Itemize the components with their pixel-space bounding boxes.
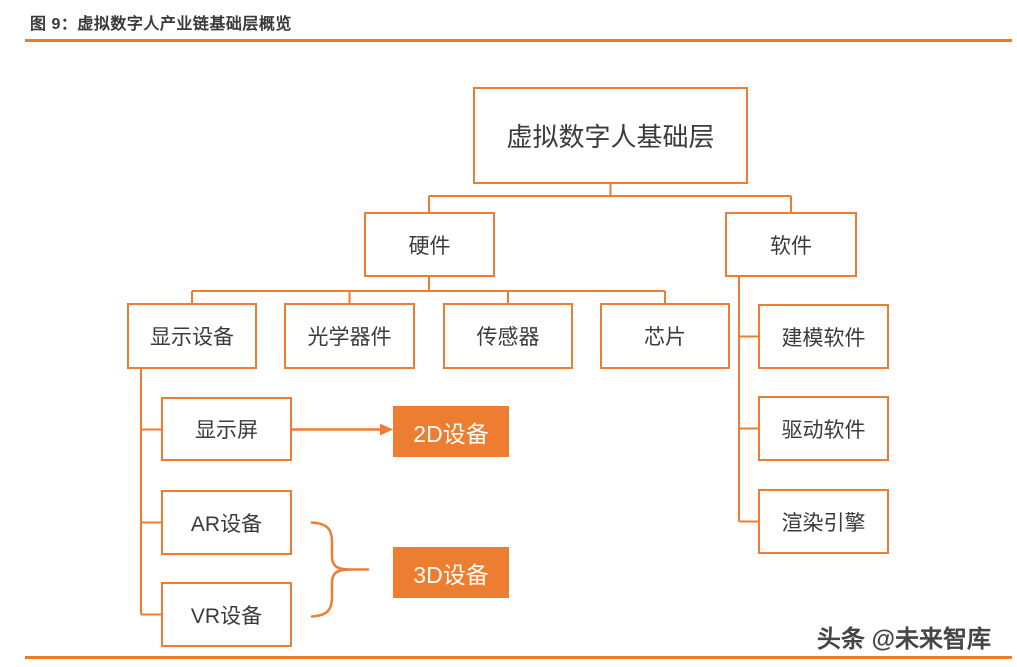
figure-title: 图 9：虚拟数字人产业链基础层概览 xyxy=(30,16,292,33)
connector-root-to-level2 xyxy=(428,184,792,212)
brace-ar-vr xyxy=(310,521,351,618)
node-optics: 光学器件 xyxy=(284,303,415,369)
watermark: 头条 @未来智库 xyxy=(816,626,991,653)
arrowhead-icon xyxy=(380,423,393,436)
top-divider-line xyxy=(25,39,1012,42)
connector-display-to-children xyxy=(140,369,161,616)
connector-hardware-to-children xyxy=(191,277,666,303)
node-display-devices: 显示设备 xyxy=(127,303,257,369)
node-chip: 芯片 xyxy=(600,303,730,369)
node-software: 软件 xyxy=(725,212,857,277)
node-render-engine: 渲染引擎 xyxy=(758,489,889,554)
bottom-divider-line xyxy=(25,656,1012,659)
node-root: 虚拟数字人基础层 xyxy=(473,87,748,184)
node-2d-device: 2D设备 xyxy=(393,406,509,457)
node-modeling-software: 建模软件 xyxy=(758,304,889,369)
node-vr-device: VR设备 xyxy=(161,582,292,647)
connector-software-to-children xyxy=(738,277,758,523)
node-sensor: 传感器 xyxy=(443,303,573,369)
node-3d-device: 3D设备 xyxy=(393,547,509,598)
node-driver-software: 驱动软件 xyxy=(758,396,889,461)
node-ar-device: AR设备 xyxy=(161,490,292,555)
node-hardware: 硬件 xyxy=(364,212,495,277)
node-display-screen: 显示屏 xyxy=(161,397,292,461)
